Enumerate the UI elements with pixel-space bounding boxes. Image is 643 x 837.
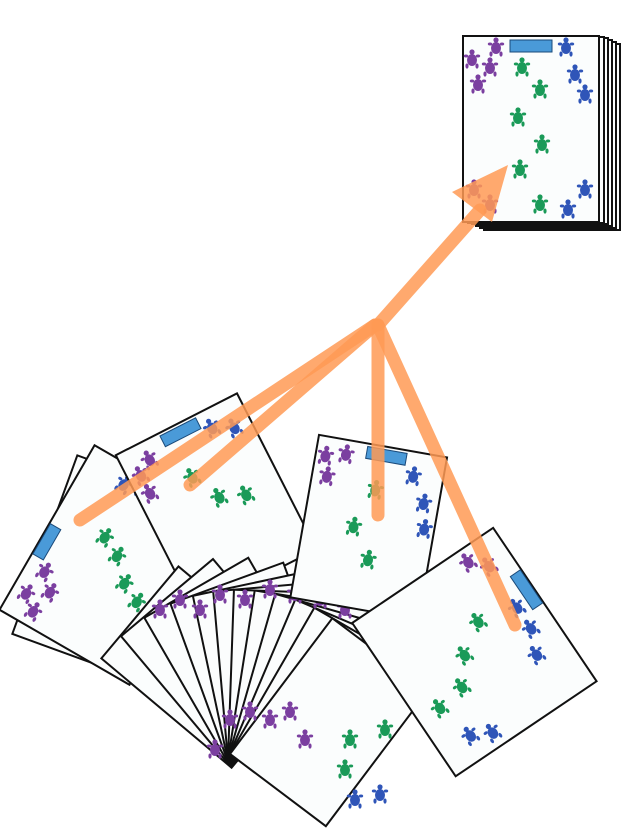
arrow-from-right: [371, 318, 522, 632]
arrow-head-icon: [452, 165, 508, 222]
card-label-icon: [159, 417, 202, 448]
card-label-icon: [509, 569, 544, 611]
fanned-card-stack: [99, 556, 430, 828]
arrow-from-second-left: [183, 318, 382, 492]
arrow-from-far-left: [73, 318, 382, 527]
card-label-icon: [32, 522, 62, 561]
card-right[interactable]: [350, 526, 598, 778]
card-label-icon: [509, 39, 553, 53]
flow-arrows: [73, 165, 522, 632]
arrow-to-deck: [371, 203, 487, 332]
